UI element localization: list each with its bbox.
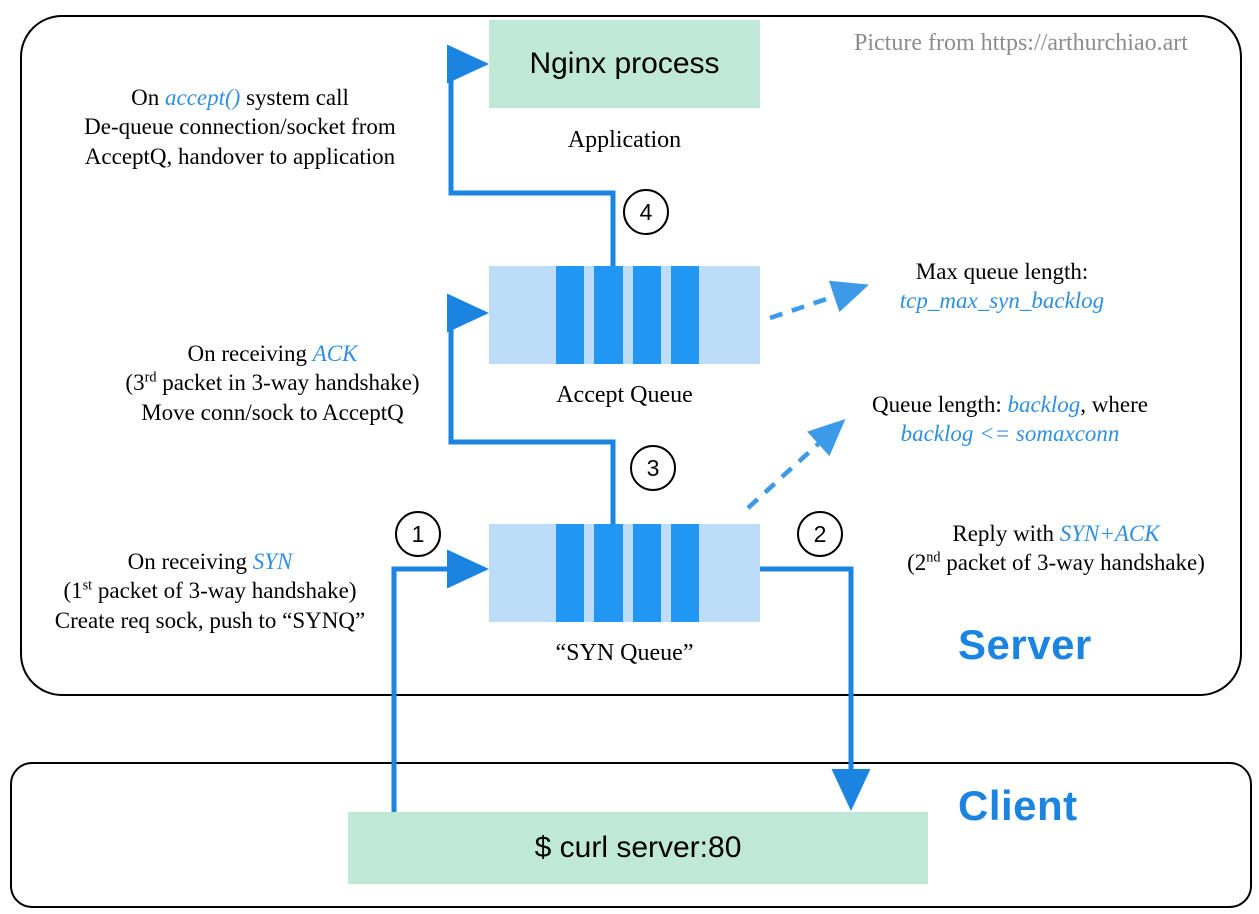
note-ack-highlight: ACK [312,341,358,366]
note-syn-line2-post: packet of 3-way handshake) [92,578,357,604]
note-accept-line1-post: system call [240,85,349,110]
queue-slot-free [584,266,594,364]
queue-slot-free [489,266,544,364]
queue-slot-free [699,266,760,364]
note-syn-line2-pre: (1 [63,578,83,604]
note-synack-line2-post: packet of 3-way handshake) [940,550,1205,576]
server-label: Server [958,621,1092,668]
server-zone [20,15,1242,696]
note-backlog-highlight: backlog [1007,392,1081,417]
queue-slot-occupied [632,266,661,364]
application-caption: Application [567,127,682,153]
note-syn: On receiving SYN (1st packet of 3-way ha… [25,547,395,635]
queue-slot-occupied [556,266,585,364]
note-max-queue-length: Max queue length: tcp_max_syn_backlog [872,257,1132,316]
note-accept-line2: De-queue connection/socket from [84,114,396,140]
queue-slot-occupied [594,524,623,622]
queue-slot-free [544,266,556,364]
note-maxq-param: tcp_max_syn_backlog [899,288,1105,314]
note-syn-line2-sup: st [82,577,93,594]
note-syn-ack: Reply with SYN+ACK (2nd packet of 3-way … [900,519,1212,578]
step-badge-1: 1 [395,511,441,557]
note-ack-line2-sup: rd [144,369,157,386]
step-badge-3: 3 [630,445,676,491]
accept-queue-widget [489,266,760,364]
note-accept-line1-pre: On [131,85,165,110]
queue-slot-occupied [671,524,700,622]
note-ack-line3: Move conn/sock to AcceptQ [141,399,404,425]
queue-slot-free [489,524,544,622]
watermark-credit: Picture from https://arthurchiao.art [854,30,1188,56]
queue-slot-free [544,524,556,622]
note-accept-line3: AcceptQ, handover to application [84,143,396,169]
note-ack-line2-post: packet in 3-way handshake) [156,370,420,396]
queue-slot-free [699,524,760,622]
queue-slot-free [623,524,633,622]
note-ack-line2-pre: (3 [125,370,145,396]
step-badge-4: 4 [623,189,669,235]
accept-queue-caption: Accept Queue [556,382,693,408]
client-label: Client [958,782,1078,829]
client-zone [10,762,1252,908]
queue-slot-free [661,266,671,364]
note-synack-line1-pre: Reply with [952,521,1060,546]
note-synack-line2-pre: (2 [907,550,927,576]
queue-slot-occupied [632,524,661,622]
note-maxq-line1: Max queue length: [915,259,1089,284]
syn-queue-caption: “SYN Queue” [555,640,694,666]
note-backlog-line1-post: , where [1080,392,1148,417]
note-synack-line2-sup: nd [926,549,941,566]
note-backlog-constraint: backlog <= somaxconn [900,421,1120,447]
queue-slot-occupied [671,266,700,364]
note-synack-highlight: SYN+ACK [1059,521,1160,546]
queue-slot-free [661,524,671,622]
note-accept-highlight: accept() [164,85,241,110]
step-badge-2: 2 [797,511,843,557]
nginx-process-box: Nginx process [489,20,760,108]
queue-slot-occupied [556,524,585,622]
queue-slot-free [584,524,594,622]
curl-command-box: $ curl server:80 [348,812,928,884]
queue-slot-free [623,266,633,364]
queue-slot-occupied [594,266,623,364]
note-backlog-line1-pre: Queue length: [872,392,1008,417]
note-syn-line1-pre: On receiving [127,549,253,574]
note-accept-syscall: On accept() system call De-queue connect… [45,83,435,171]
note-ack-line1-pre: On receiving [187,341,313,366]
note-ack: On receiving ACK (3rd packet in 3-way ha… [100,339,445,427]
syn-queue-widget [489,524,760,622]
note-backlog: Queue length: backlog, where backlog <= … [850,390,1170,449]
note-syn-line3: Create req sock, push to “SYNQ” [54,607,366,633]
note-syn-highlight: SYN [252,549,293,574]
